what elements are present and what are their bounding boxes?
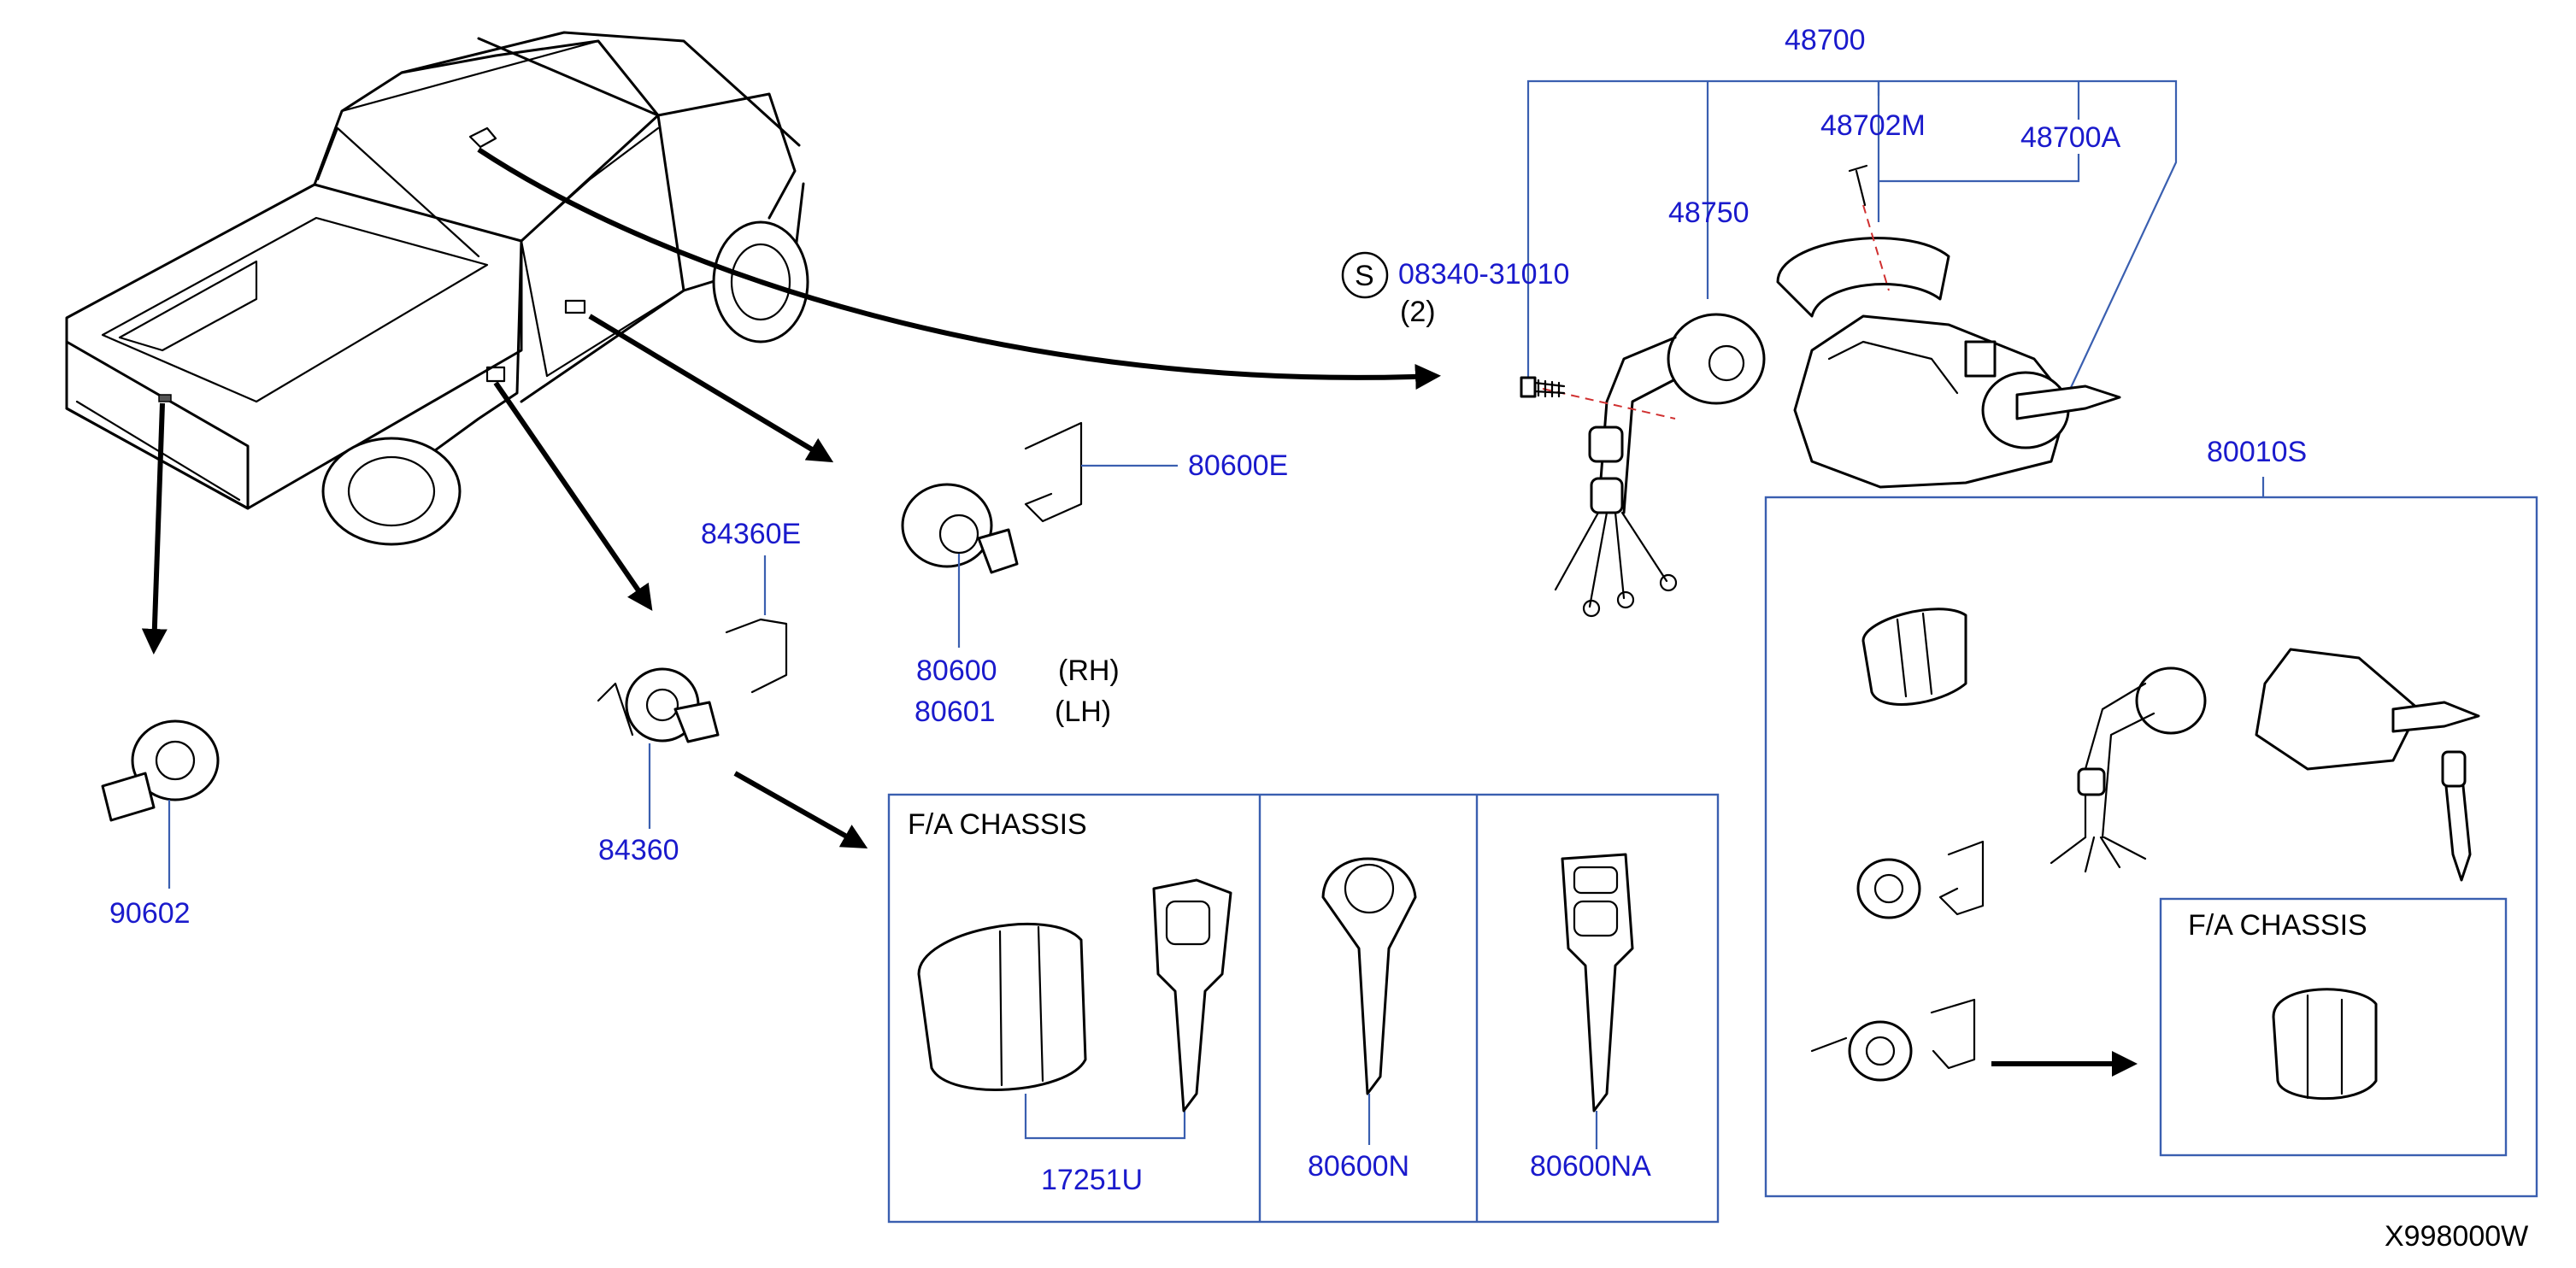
fa-chassis-cylinder-icon — [917, 923, 1186, 1140]
arrow-to-fa-chassis — [733, 771, 868, 848]
part-48700a-label: 48700A — [2020, 121, 2121, 154]
pickup-truck-illustration — [65, 31, 809, 546]
part-80600e-label: 80600E — [1188, 449, 1288, 482]
quantity-2-label: (2) — [1400, 296, 1436, 328]
tailgate-lock-icon — [101, 719, 220, 889]
bolt-icon — [1520, 376, 1566, 398]
fa-chassis-keys-box — [887, 793, 1720, 1224]
s-marker: S — [1355, 260, 1374, 292]
part-84360-label: 84360 — [598, 834, 679, 866]
kit-fa-chassis-heading: F/A CHASSIS — [2188, 909, 2367, 942]
part-90602-label: 90602 — [109, 897, 191, 930]
kit-80010s-box — [1764, 496, 2538, 1198]
steering-lock-icon — [1776, 164, 2121, 489]
part-80600-label: 80600 — [916, 655, 997, 687]
arrow-to-door-lh — [493, 381, 653, 611]
arrow-to-door-rh — [588, 314, 834, 463]
part-80601-label: 80601 — [915, 696, 996, 728]
kit-contents-illustration — [1810, 608, 2480, 1082]
key-icon-80600n — [1321, 857, 1417, 1145]
key-icon-17251u — [1152, 878, 1232, 1112]
part-80010s-label: 80010S — [2207, 436, 2307, 468]
fa-chassis-heading: F/A CHASSIS — [908, 808, 1087, 841]
part-08340-31010-label: 08340-31010 — [1398, 258, 1569, 291]
part-48700-label: 48700 — [1785, 24, 1866, 56]
lh-label: (LH) — [1055, 696, 1111, 728]
part-48750-label: 48750 — [1668, 197, 1750, 229]
part-80600n-label: 80600N — [1308, 1150, 1409, 1183]
part-17251u-label: 17251U — [1041, 1164, 1143, 1196]
arrow-to-ignition — [477, 147, 1441, 390]
key-icon-80600na — [1561, 853, 1634, 1149]
door-lock-cylinder-icon-rh — [901, 421, 1178, 648]
diagram-id-label: X998000W — [2385, 1220, 2528, 1253]
s-marker-circle — [1341, 251, 1389, 299]
rh-label: (RH) — [1058, 655, 1120, 687]
ignition-assembly-bracket — [1526, 79, 2178, 394]
part-80600na-label: 80600NA — [1530, 1150, 1651, 1183]
ignition-switch-icon — [1542, 313, 1766, 618]
kit-fa-chassis-cylinder-icon — [2272, 988, 2378, 1101]
arrow-to-tailgate — [141, 402, 168, 655]
kit-fa-chassis-box — [2159, 897, 2508, 1157]
door-lock-cylinder-icon-lh — [597, 555, 788, 829]
part-84360e-label: 84360E — [701, 518, 801, 550]
part-48702m-label: 48702M — [1820, 109, 1926, 142]
